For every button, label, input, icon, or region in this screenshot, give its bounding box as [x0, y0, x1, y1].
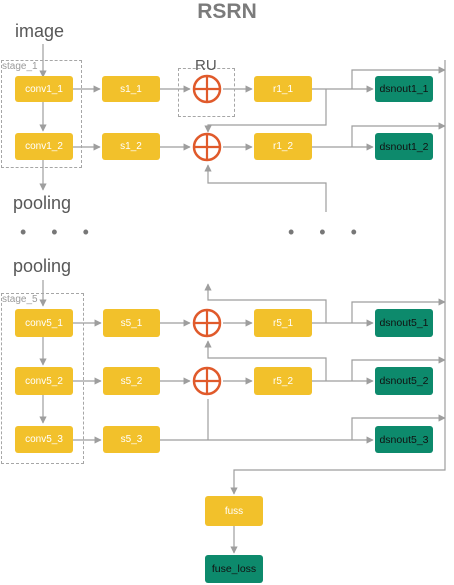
stage-5-label: stage_5: [2, 294, 38, 305]
stage-1-group: [1, 60, 82, 168]
s1-1-block: s1_1: [102, 76, 160, 102]
conv5-1-block: conv5_1: [15, 309, 73, 337]
s5-1-block: s5_1: [103, 309, 160, 337]
ru-group: [178, 68, 235, 117]
stage-1-label: stage_1: [2, 61, 38, 72]
dsnout1-1-block: dsnout1_1: [375, 76, 433, 102]
conv1-2-block: conv1_2: [15, 133, 73, 160]
r1-1-block: r1_1: [254, 76, 312, 102]
dsnout5-2-block: dsnout5_2: [375, 367, 433, 395]
stage-5-group: [1, 293, 84, 464]
r5-1-block: r5_1: [254, 309, 312, 337]
fuse-loss-block: fuse_loss: [205, 555, 263, 583]
s5-3-block: s5_3: [103, 426, 160, 453]
ru-label: RU: [195, 57, 217, 74]
conv1-1-block: conv1_1: [15, 76, 73, 102]
r5-2-block: r5_2: [254, 367, 312, 395]
fuse-block: fuss: [205, 496, 263, 526]
pooling-label-2: pooling: [13, 256, 72, 276]
s5-2-block: s5_2: [103, 367, 160, 395]
r1-2-block: r1_2: [254, 133, 312, 160]
dsnout5-3-block: dsnout5_3: [375, 426, 433, 453]
dsnout5-1-block: dsnout5_1: [375, 309, 433, 337]
input-label: image: [15, 21, 65, 41]
ellipsis-right: • • •: [288, 222, 367, 242]
ellipsis-left: • • •: [20, 222, 99, 242]
dsnout1-2-block: dsnout1_2: [375, 133, 433, 160]
diagram-title: RSRN: [197, 0, 257, 23]
conv5-2-block: conv5_2: [15, 367, 73, 395]
s1-2-block: s1_2: [102, 133, 160, 160]
pooling-label-1: pooling: [13, 193, 72, 213]
conv5-3-block: conv5_3: [15, 426, 73, 453]
